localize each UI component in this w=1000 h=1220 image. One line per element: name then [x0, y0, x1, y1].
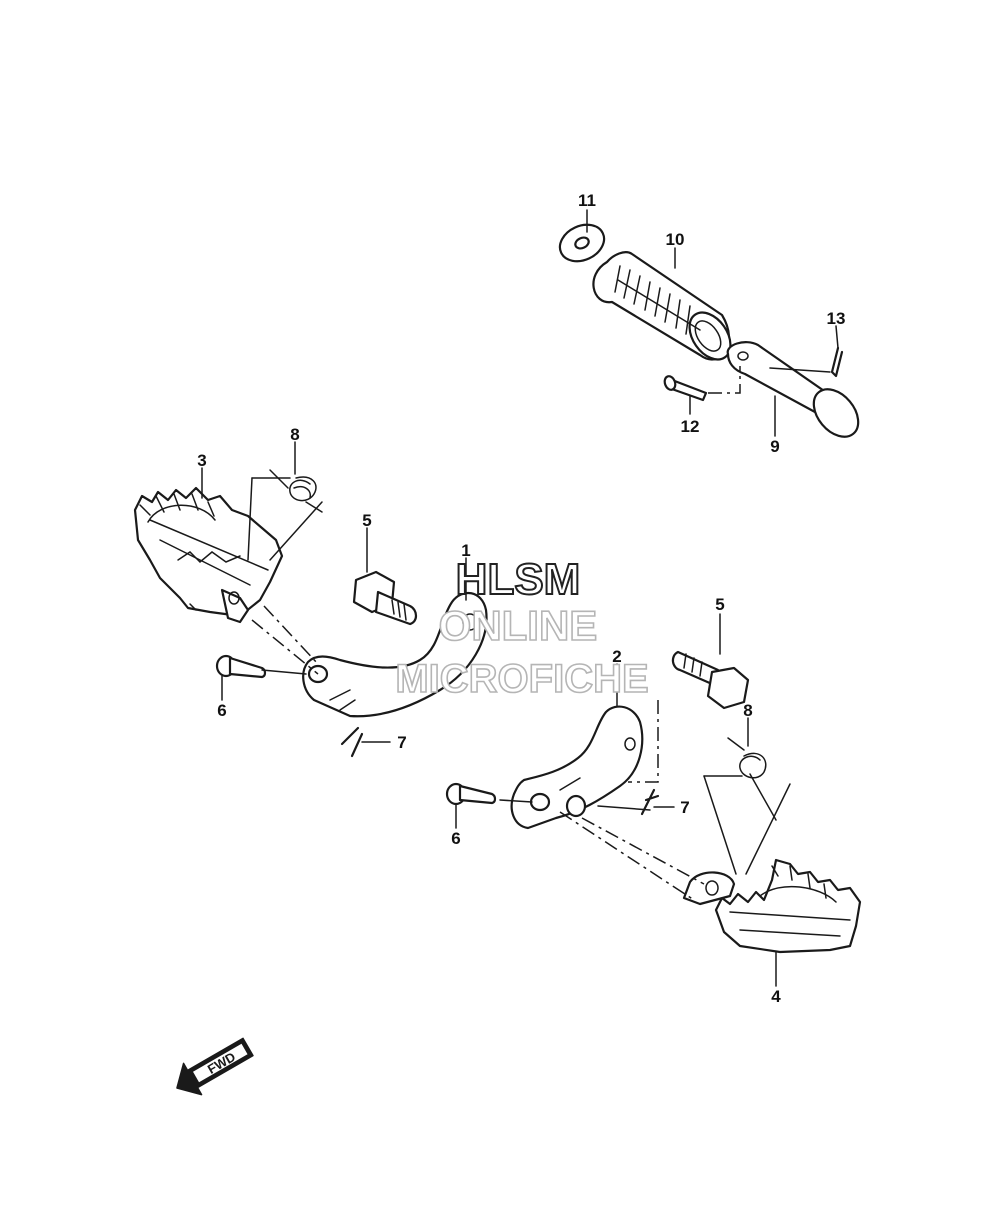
- washer-11[interactable]: [554, 218, 610, 268]
- callout-12[interactable]: 12: [681, 417, 700, 436]
- spring-8-right[interactable]: [703, 737, 791, 875]
- bolt-6-left[interactable]: [215, 654, 267, 679]
- watermark-line-1: HLSM: [456, 555, 581, 604]
- footrest-peg-9[interactable]: [726, 341, 867, 445]
- forward-direction-badge: FWD: [176, 1037, 254, 1096]
- callout-6-right[interactable]: 6: [451, 829, 460, 848]
- callout-labels: 11 10 13 12 9 8 3 5 1 6 7 5 2 8 7 6 4: [197, 191, 845, 1006]
- footrest-rubber-10[interactable]: [592, 251, 738, 367]
- callout-2[interactable]: 2: [612, 647, 621, 666]
- callout-7-right[interactable]: 7: [680, 798, 689, 817]
- left-footrest-3[interactable]: [133, 486, 284, 624]
- watermark: HLSM ONLINE MICROFICHE: [395, 554, 650, 702]
- callout-8-right[interactable]: 8: [743, 701, 752, 720]
- passenger-footrest-assembly: [554, 218, 867, 445]
- callout-5-right[interactable]: 5: [715, 595, 724, 614]
- cotter-pin-13[interactable]: [830, 346, 844, 378]
- bolt-5-right[interactable]: [671, 650, 750, 710]
- spring-8-left[interactable]: [247, 469, 323, 561]
- right-footrest-4[interactable]: [682, 858, 862, 954]
- pin-12[interactable]: [663, 375, 708, 402]
- callout-3[interactable]: 3: [197, 451, 206, 470]
- watermark-line-2: ONLINE: [439, 602, 598, 649]
- callout-9[interactable]: 9: [770, 437, 779, 456]
- callout-11[interactable]: 11: [578, 191, 596, 210]
- callout-7-left[interactable]: 7: [397, 733, 406, 752]
- callout-1[interactable]: 1: [461, 541, 470, 560]
- callout-8-left[interactable]: 8: [290, 425, 299, 444]
- bolt-6-right[interactable]: [445, 782, 497, 806]
- footrest-bracket-2[interactable]: [510, 705, 644, 830]
- callout-4[interactable]: 4: [771, 987, 781, 1006]
- callout-leaders: [201, 209, 839, 987]
- callout-10[interactable]: 10: [666, 230, 685, 249]
- callout-6-left[interactable]: 6: [217, 701, 226, 720]
- cotter-pin-7-left[interactable]: [340, 726, 364, 758]
- callout-5-left[interactable]: 5: [362, 511, 371, 530]
- callout-13[interactable]: 13: [827, 309, 846, 328]
- watermark-line-3: MICROFICHE: [395, 657, 648, 701]
- bolt-5-left[interactable]: [352, 570, 418, 626]
